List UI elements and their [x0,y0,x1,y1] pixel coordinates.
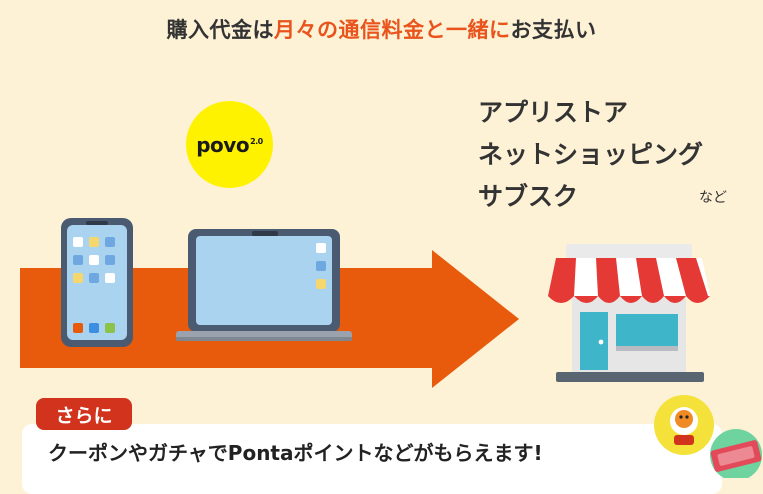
store-icon [548,244,710,382]
bonus-text: クーポンやガチャでPontaポイントなどがもらえます! [48,441,543,465]
payment-flow-illustration [20,218,710,388]
services-suffix: など [699,190,727,206]
laptop-icon [176,229,352,341]
service-app-store: アプリストア [478,98,629,127]
headline-part3: お支払い [510,18,597,42]
mascot-illustration [654,395,762,478]
povo-logo-text: povo [196,132,250,157]
bonus-badge: さらに [36,398,132,430]
ponta-mascot-icon [654,395,714,455]
service-online-shopping: ネットショッピング [478,140,704,169]
headline-part2: 月々の通信料金と一緒に [274,18,511,42]
povo-logo: povo2.0 [186,101,273,188]
headline-part1: 購入代金は [166,18,274,42]
povo-logo-superscript: 2.0 [250,136,263,146]
coupon-ticket-icon [710,429,762,478]
headline: 購入代金は月々の通信料金と一緒にお支払い [0,14,763,44]
service-list: アプリストア ネットショッピング サブスク [478,92,703,218]
service-subscription: サブスク [478,182,579,211]
smartphone-icon [61,218,133,347]
